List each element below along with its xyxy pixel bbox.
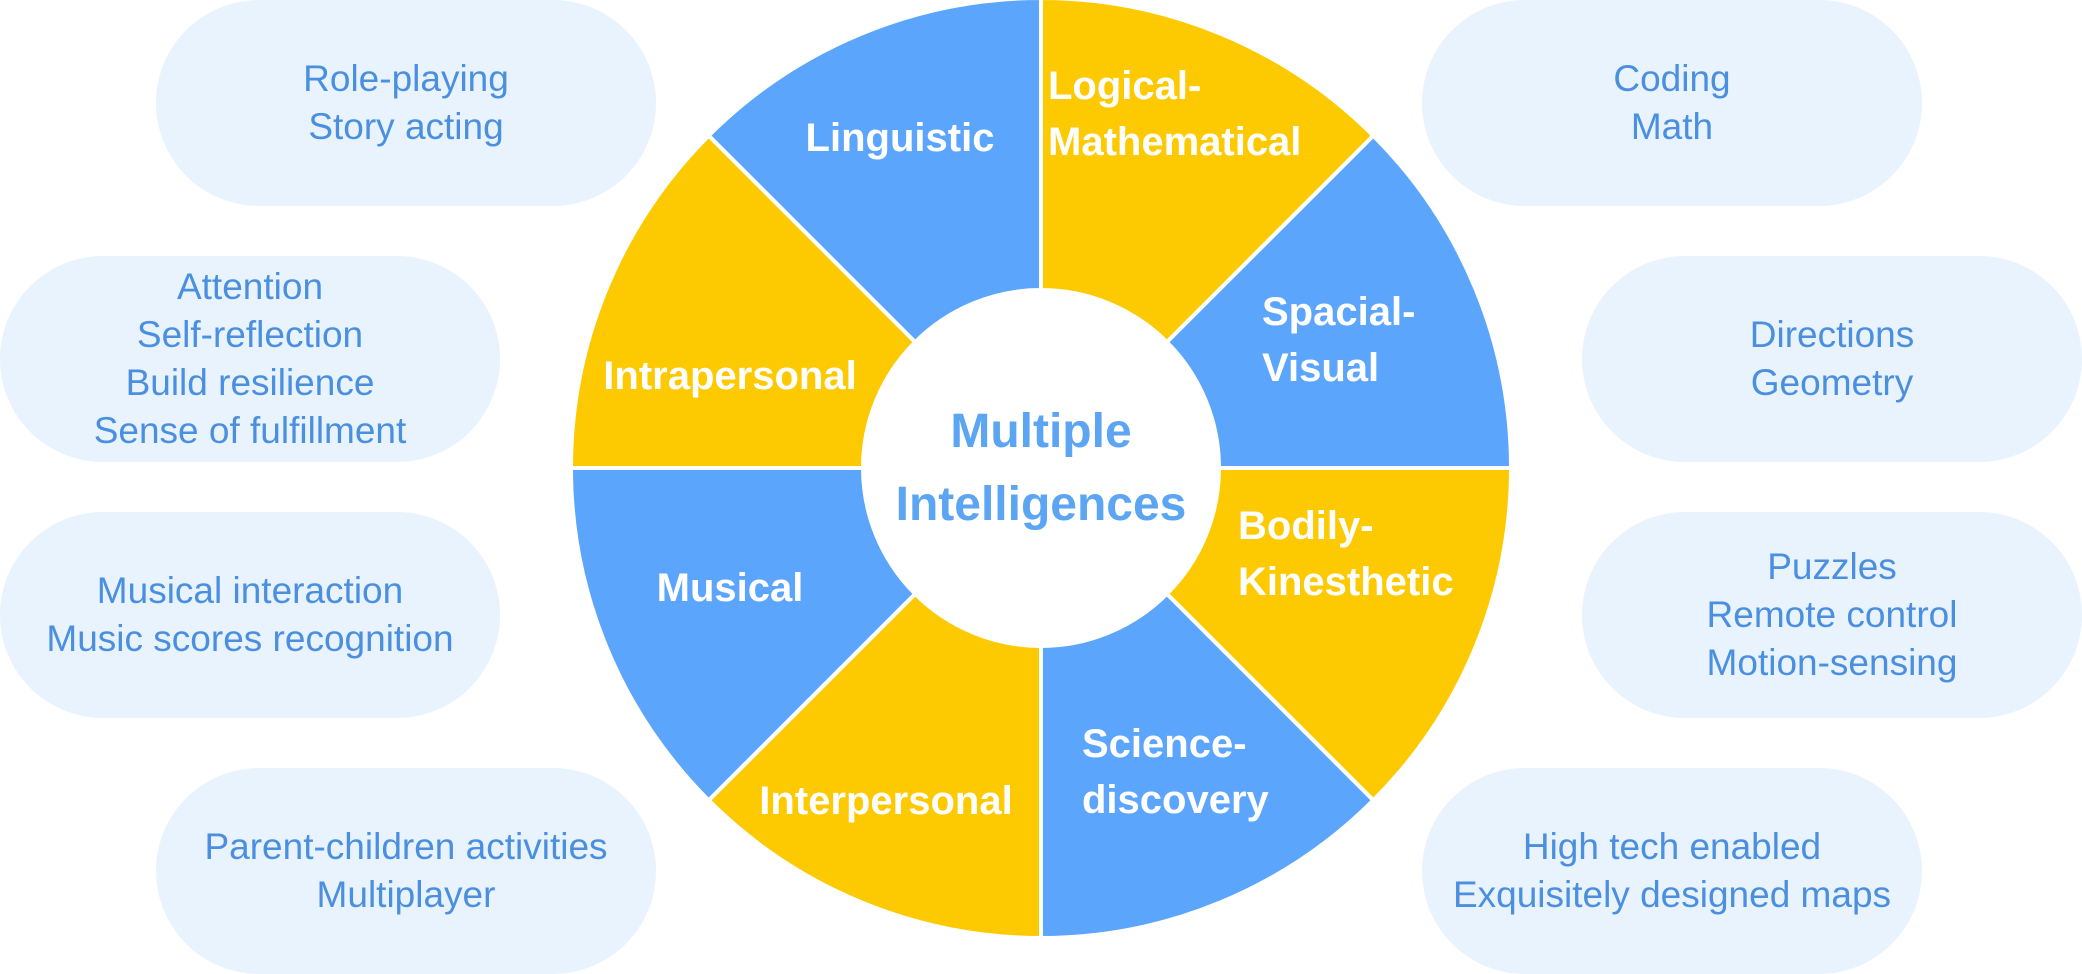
- bubble-line: Musical interaction: [96, 570, 404, 611]
- bubble-line: Parent-children activities: [204, 826, 608, 867]
- science-activities-bubble: High tech enabled Exquisitely designed m…: [1422, 768, 1922, 974]
- segment-label-bodily-kinesthetic: Kinesthetic: [1238, 560, 1454, 604]
- segment-label-interpersonal: Interpersonal: [759, 779, 1012, 823]
- bubble-line: Coding: [1613, 58, 1731, 99]
- bubble-line: Sense of fulfillment: [93, 410, 407, 451]
- bubble-line: Puzzles: [1767, 546, 1897, 587]
- bubble-line: Story acting: [308, 106, 504, 147]
- bodily-activities-bubble: Puzzles Remote control Motion-sensing: [1582, 512, 2082, 718]
- spacial-activities-bubble: Directions Geometry: [1582, 256, 2082, 462]
- bubble-line: Remote control: [1706, 594, 1958, 635]
- bubble-line: Self-reflection: [136, 314, 364, 355]
- center-title-line1: Multiple: [950, 405, 1131, 458]
- bubble-line: Music scores recognition: [46, 618, 454, 659]
- segment-label-spacial-visual: Visual: [1262, 346, 1379, 390]
- bubble-line: Geometry: [1750, 362, 1914, 403]
- bubble-line: Attention: [176, 266, 324, 307]
- logical-activities-bubble: Coding Math: [1422, 0, 1922, 206]
- wheel-center: [863, 290, 1219, 646]
- bubble-line: Multiplayer: [316, 874, 496, 915]
- segment-label-logical-mathematical: Mathematical: [1048, 120, 1301, 164]
- bubble-line: Motion-sensing: [1706, 642, 1958, 683]
- bubble-line: Exquisitely designed maps: [1452, 874, 1892, 915]
- bubble-line: Build resilience: [125, 362, 375, 403]
- center-title-line2: Intelligences: [896, 478, 1187, 531]
- segment-label-intrapersonal: Intrapersonal: [603, 354, 856, 398]
- segment-label-logical-mathematical: Logical-: [1048, 64, 1201, 108]
- intelligence-wheel: Multiple Intelligences Linguistic Logical…: [568, 0, 1514, 941]
- bubble-line: Role-playing: [303, 58, 509, 99]
- bubble-line: High tech enabled: [1522, 826, 1822, 867]
- segment-label-science-discovery: discovery: [1082, 778, 1270, 822]
- segment-label-linguistic: Linguistic: [806, 116, 995, 160]
- segment-label-science-discovery: Science-: [1082, 722, 1247, 766]
- interpersonal-activities-bubble: Parent-children activities Multiplayer: [156, 768, 656, 974]
- musical-activities-bubble: Musical interaction Music scores recogni…: [0, 512, 500, 718]
- segment-label-spacial-visual: Spacial-: [1262, 290, 1415, 334]
- segment-label-musical: Musical: [657, 566, 804, 610]
- segment-label-bodily-kinesthetic: Bodily-: [1238, 504, 1374, 548]
- bubble-line: Directions: [1749, 314, 1915, 355]
- linguistic-activities-bubble: Role-playing Story acting: [156, 0, 656, 206]
- intrapersonal-activities-bubble: Attention Self-reflection Build resilien…: [0, 256, 500, 462]
- bubble-line: Math: [1630, 106, 1714, 147]
